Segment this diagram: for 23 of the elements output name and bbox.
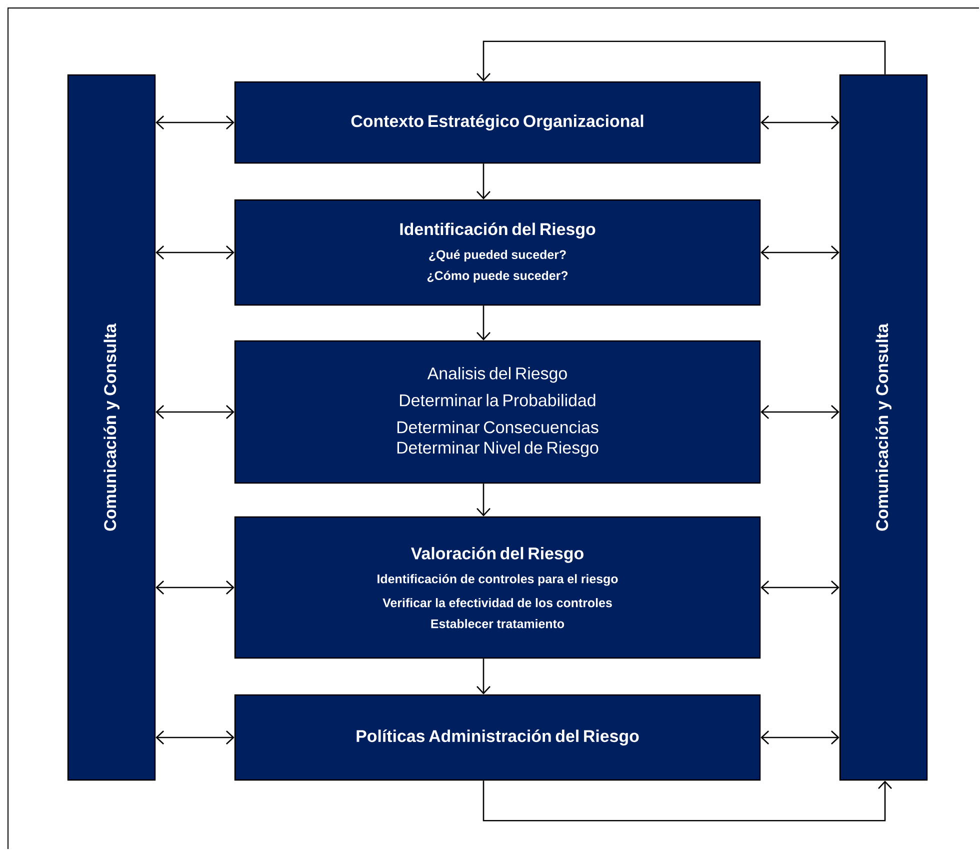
arrow xyxy=(476,306,490,340)
arrow xyxy=(476,658,490,694)
process-box: Analisis del Riesgo Determinar la Probabilidad Determinar Consecuencias Determinar Nivel de Riesgo xyxy=(234,340,761,484)
arrow xyxy=(476,484,490,516)
arrow xyxy=(760,405,840,419)
arrow xyxy=(156,246,234,260)
arrow xyxy=(476,164,490,200)
arrow xyxy=(156,730,234,744)
side-bar: Comunicación y Consulta xyxy=(839,74,928,781)
process-box: Identificación del Riesgo ¿Qué pueded suceder? ¿Cómo puede suceder? xyxy=(234,199,761,306)
arrow xyxy=(156,405,234,419)
arrow xyxy=(760,246,840,260)
arrow xyxy=(760,580,840,594)
arrow xyxy=(482,780,892,822)
arrow xyxy=(156,116,234,130)
arrow xyxy=(156,580,234,594)
arrow xyxy=(760,116,840,130)
process-box: Valoración del Riesgo Identificación de controles para el riesgo Verificar la efectividad de los controles Establecer tratamiento xyxy=(234,516,761,659)
process-box: Contexto Estratégico Organizacional xyxy=(234,81,761,164)
arrow xyxy=(760,730,840,744)
side-bar: Comunicación y Consulta xyxy=(67,74,156,781)
process-box: Políticas Administración del Riesgo xyxy=(234,694,761,781)
arrow xyxy=(476,40,886,82)
